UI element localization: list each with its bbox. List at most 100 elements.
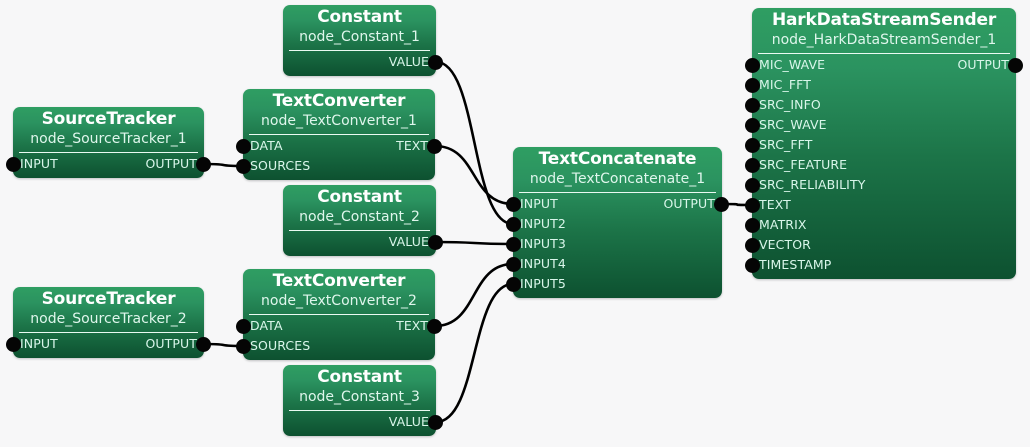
node-title: TextConverter <box>272 271 406 291</box>
port-row: SRC_FFT <box>745 135 1016 155</box>
node-title: SourceTracker <box>41 109 176 129</box>
output-port-dot-output[interactable] <box>714 197 729 212</box>
header-divider <box>519 192 716 193</box>
input-port-dot-text[interactable] <box>745 198 760 213</box>
port-row: TIMESTAMP <box>745 255 1016 275</box>
connection-wire[interactable] <box>434 60 515 226</box>
input-port-label: MATRIX <box>759 217 807 232</box>
input-port-dot-src-fft[interactable] <box>745 138 760 153</box>
input-port-dot-input[interactable] <box>6 337 21 352</box>
connection-wire[interactable] <box>433 262 515 328</box>
input-port-label: SRC_FEATURE <box>759 157 848 172</box>
port-list: VALUE <box>283 411 443 436</box>
input-port-label: INPUT <box>20 156 58 171</box>
port-row: VECTOR <box>745 235 1016 255</box>
node-title: Constant <box>317 187 402 207</box>
input-port-dot-sources[interactable] <box>236 159 251 174</box>
input-port-label: TIMESTAMP <box>759 257 832 272</box>
input-port-dot-timestamp[interactable] <box>745 258 760 273</box>
port-row: VALUE <box>283 232 443 252</box>
input-port-label: INPUT3 <box>520 236 566 251</box>
port-row: SOURCES <box>236 336 435 356</box>
output-port-label: OUTPUT <box>957 57 1009 72</box>
port-row: VALUE <box>283 52 443 72</box>
input-port-label: SOURCES <box>250 338 311 353</box>
output-port-dot-text[interactable] <box>427 139 442 154</box>
output-port-label: VALUE <box>388 234 429 249</box>
connection-wire[interactable] <box>434 240 515 246</box>
node-instance-name: node_TextConverter_1 <box>261 113 417 129</box>
input-port-dot-mic-wave[interactable] <box>745 58 760 73</box>
node-instance-name: node_SourceTracker_2 <box>30 311 187 327</box>
input-port-label: INPUT2 <box>520 216 566 231</box>
node-instance-name: node_TextConverter_2 <box>261 293 417 309</box>
input-port-dot-vector[interactable] <box>745 238 760 253</box>
node-header[interactable]: Constant node_Constant_2 <box>283 185 436 230</box>
input-port-dot-src-feature[interactable] <box>745 158 760 173</box>
output-port-dot-value[interactable] <box>428 415 443 430</box>
input-port-label: SRC_FFT <box>759 137 813 152</box>
input-port-dot-mic-fft[interactable] <box>745 78 760 93</box>
input-port-dot-src-info[interactable] <box>745 98 760 113</box>
input-port-dot-data[interactable] <box>236 319 251 334</box>
input-port-label: SRC_RELIABILITY <box>759 177 866 192</box>
input-port-dot-input2[interactable] <box>506 217 521 232</box>
input-port-dot-matrix[interactable] <box>745 218 760 233</box>
port-row: SOURCES <box>236 156 435 176</box>
port-list: VALUE <box>283 51 443 76</box>
input-port-label: INPUT4 <box>520 256 566 271</box>
input-port-label: VECTOR <box>759 237 811 252</box>
node-header[interactable]: TextConverter node_TextConverter_2 <box>243 269 435 314</box>
output-port-dot-output[interactable] <box>196 157 211 172</box>
node-title: HarkDataStreamSender <box>772 10 996 30</box>
output-port-dot-output[interactable] <box>196 337 211 352</box>
input-port-dot-input5[interactable] <box>506 277 521 292</box>
input-port-dot-sources[interactable] <box>236 339 251 354</box>
node-instance-name: node_Constant_2 <box>299 209 420 225</box>
output-port-label: TEXT <box>396 318 428 333</box>
output-port-dot-value[interactable] <box>428 55 443 70</box>
node-title: Constant <box>317 367 402 387</box>
port-row: SRC_INFO <box>745 95 1016 115</box>
input-port-dot-input[interactable] <box>6 157 21 172</box>
connection-wire[interactable] <box>433 144 515 206</box>
input-port-dot-src-wave[interactable] <box>745 118 760 133</box>
output-port-label: OUTPUT <box>663 196 715 211</box>
port-row: MATRIX <box>745 215 1016 235</box>
output-port-dot-text[interactable] <box>427 319 442 334</box>
input-port-dot-data[interactable] <box>236 139 251 154</box>
input-port-dot-src-reliability[interactable] <box>745 178 760 193</box>
connection-wire[interactable] <box>434 282 515 424</box>
header-divider <box>758 53 1010 54</box>
node-instance-name: node_Constant_1 <box>299 29 420 45</box>
output-port-dot-value[interactable] <box>428 235 443 250</box>
header-divider <box>19 332 198 333</box>
input-port-label: INPUT <box>20 336 58 351</box>
input-port-dot-input4[interactable] <box>506 257 521 272</box>
output-port-dot-output[interactable] <box>1008 58 1023 73</box>
input-port-dot-input[interactable] <box>506 197 521 212</box>
header-divider <box>249 134 429 135</box>
input-port-label: SOURCES <box>250 158 311 173</box>
input-port-dot-input3[interactable] <box>506 237 521 252</box>
